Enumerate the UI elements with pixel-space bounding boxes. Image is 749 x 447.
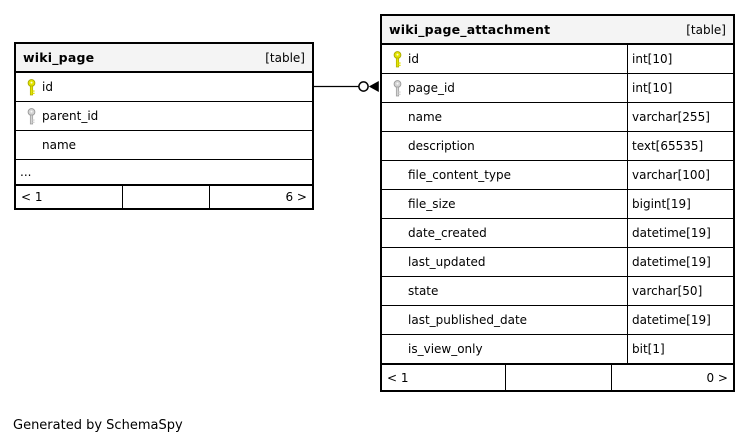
column-type: text[65535] [632, 139, 704, 153]
column-name: file_content_type [408, 168, 512, 182]
column-row: name varchar[255] [382, 103, 733, 132]
column-name: name [42, 138, 77, 152]
column-type: bit[1] [632, 342, 665, 356]
footer-middle-cell [505, 365, 612, 390]
column-type: varchar[50] [632, 284, 703, 298]
column-name-cell: ... [16, 160, 312, 184]
footer-child-count: 6 > [285, 190, 307, 204]
column-name: page_id [408, 81, 455, 95]
column-name: last_published_date [408, 313, 528, 327]
column-row: parent_id [16, 102, 312, 131]
primary-key-icon [386, 50, 408, 68]
column-name-cell: file_size [382, 190, 628, 218]
column-name-cell: date_created [382, 219, 628, 247]
arrowhead-icon [368, 81, 379, 92]
footer-child-count: 0 > [706, 370, 728, 385]
column-type: varchar[100] [632, 168, 710, 182]
table-type-badge: [table] [265, 50, 305, 65]
column-row: last_published_date datetime[19] [382, 306, 733, 335]
column-type: int[10] [632, 81, 673, 95]
column-row: last_updated datetime[19] [382, 248, 733, 277]
column-name: name [408, 110, 443, 124]
column-row: state varchar[50] [382, 277, 733, 306]
column-name-cell: description [382, 132, 628, 160]
column-row: file_size bigint[19] [382, 190, 733, 219]
column-name: description [408, 139, 475, 153]
column-name-cell: page_id [382, 74, 628, 102]
column-row: ... [16, 160, 312, 184]
footer-parent-count: < 1 [387, 370, 409, 385]
open-circle-end [358, 81, 369, 92]
table-name[interactable]: wiki_page [23, 50, 95, 65]
footer-middle-cell [122, 186, 210, 208]
column-row: is_view_only bit[1] [382, 335, 733, 363]
column-name: id [42, 80, 53, 94]
column-name-cell: last_updated [382, 248, 628, 276]
column-name-cell: name [382, 103, 628, 131]
column-name: file_size [408, 197, 456, 211]
table-header[interactable]: wiki_page [table] [16, 44, 312, 73]
column-name: date_created [408, 226, 487, 240]
column-row: date_created datetime[19] [382, 219, 733, 248]
column-type: bigint[19] [632, 197, 691, 211]
column-row: description text[65535] [382, 132, 733, 161]
column-name: last_updated [408, 255, 486, 269]
column-type: datetime[19] [632, 313, 711, 327]
column-type: int[10] [632, 52, 673, 66]
column-row: id [16, 73, 312, 102]
column-name: id [408, 52, 419, 66]
generated-by-note: Generated by SchemaSpy [13, 418, 183, 433]
table-footer: < 1 6 > [16, 184, 312, 208]
table-type-badge: [table] [686, 22, 726, 37]
column-type: datetime[19] [632, 255, 711, 269]
table-header[interactable]: wiki_page_attachment [table] [382, 16, 733, 45]
column-name-cell: name [16, 131, 312, 159]
column-type: datetime[19] [632, 226, 711, 240]
table-name[interactable]: wiki_page_attachment [389, 22, 551, 37]
column-name-cell: id [16, 73, 312, 101]
column-name-cell: parent_id [16, 102, 312, 130]
column-name-cell: file_content_type [382, 161, 628, 189]
column-name-cell: last_published_date [382, 306, 628, 334]
column-row: file_content_type varchar[100] [382, 161, 733, 190]
primary-key-icon [20, 78, 42, 96]
column-list: id int[10] page_id int[10] name varchar[255] d… [382, 45, 733, 363]
column-name: parent_id [42, 109, 99, 123]
column-type: varchar[255] [632, 110, 710, 124]
column-name: state [408, 284, 439, 298]
column-row: id int[10] [382, 45, 733, 74]
foreign-key-icon [20, 107, 42, 125]
column-name: ... [20, 165, 32, 179]
column-name-cell: is_view_only [382, 335, 628, 363]
column-row: name [16, 131, 312, 160]
column-row: page_id int[10] [382, 74, 733, 103]
table-footer: < 1 0 > [382, 363, 733, 390]
column-name-cell: state [382, 277, 628, 305]
column-name-cell: id [382, 45, 628, 73]
footer-parent-count: < 1 [21, 190, 43, 204]
foreign-key-icon [386, 79, 408, 97]
column-name: is_view_only [408, 342, 483, 356]
